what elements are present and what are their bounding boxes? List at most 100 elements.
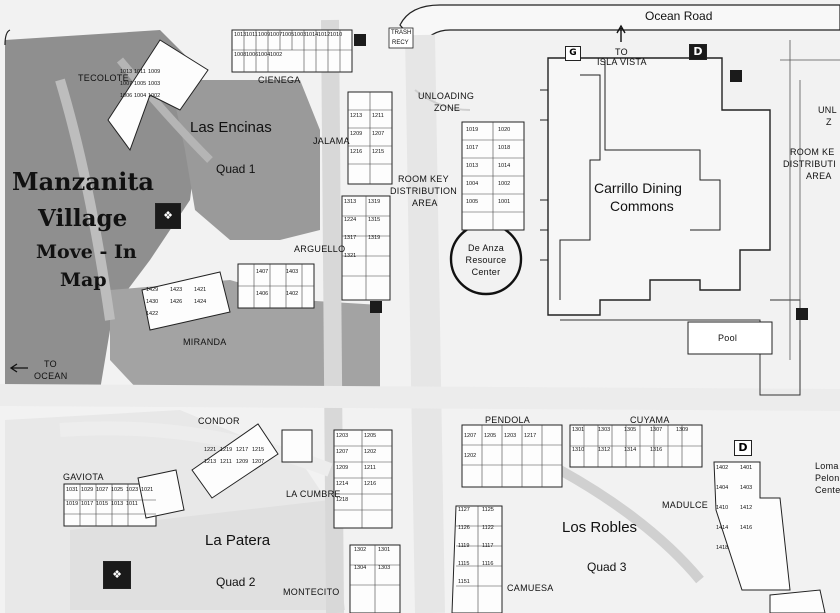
room-number-la_cumbre: 1203 xyxy=(336,433,349,439)
room-number-cienega: 1008 xyxy=(234,52,247,58)
quad-2-label: Quad 2 xyxy=(216,575,256,589)
room-number-miranda: 1426 xyxy=(170,299,183,305)
room-number-miranda: 1422 xyxy=(146,311,159,317)
d-marker-label: D xyxy=(693,45,703,58)
room-number-camuesa: 1119 xyxy=(458,543,470,549)
room-number-cienega: 1010 xyxy=(330,32,343,38)
room-number-cuyama: 1305 xyxy=(624,427,637,433)
room-key-right-label-1: ROOM KE xyxy=(790,147,835,157)
pool xyxy=(687,321,773,355)
room-number-arguello: 1321 xyxy=(344,253,357,259)
room-number-madulce: 1418 xyxy=(716,545,729,551)
room-number-montecito: 1303 xyxy=(378,565,391,571)
room-number-condor: 1215 xyxy=(252,447,265,453)
las-encinas-label: Las Encinas xyxy=(190,119,272,136)
village-emblem-icon-quad-2: ❖ xyxy=(103,561,131,589)
room-number-tecolote: 1004 xyxy=(134,93,147,99)
la-patera-label: La Patera xyxy=(205,532,271,549)
cienega-label: CIENEGA xyxy=(258,75,301,85)
room-number-tecolote: 1005 xyxy=(134,81,147,87)
de-anza-label-2: Resource xyxy=(465,255,507,265)
room-number-jalama: 1213 xyxy=(350,113,363,119)
room-number-miranda: 1430 xyxy=(146,299,159,305)
room-number-condor: 1209 xyxy=(236,459,249,465)
room-number-miranda_east: 1407 xyxy=(256,269,269,275)
room-number-unloading_bldg: 1004 xyxy=(466,181,479,187)
cuyama-label: CUYAMA xyxy=(630,415,670,425)
room-number-madulce: 1404 xyxy=(716,485,729,491)
room-number-unloading_bldg: 1001 xyxy=(498,199,511,205)
room-number-gaviota: 1013 xyxy=(111,501,124,507)
room-number-cuyama: 1301 xyxy=(572,427,585,433)
room-number-condor: 1211 xyxy=(220,459,232,465)
room-number-miranda_east: 1403 xyxy=(286,269,299,275)
room-number-gaviota: 1019 xyxy=(66,501,79,507)
room-number-la_cumbre: 1202 xyxy=(364,449,377,455)
room-number-cienega: 1011 xyxy=(246,32,258,38)
room-number-gaviota: 1017 xyxy=(81,501,94,507)
ocean-road-label: Ocean Road xyxy=(645,9,713,23)
room-number-miranda: 1429 xyxy=(146,287,159,293)
carrillo-dining-commons xyxy=(547,57,771,316)
room-number-pendola: 1203 xyxy=(504,433,517,439)
recycle-label: RECY xyxy=(392,40,409,46)
d-marker-icon-south: D xyxy=(734,440,752,456)
room-number-cienega: 1009 xyxy=(258,32,271,38)
room-number-montecito: 1301 xyxy=(378,547,391,553)
room-number-arguello: 1315 xyxy=(368,217,381,223)
room-number-gaviota: 1027 xyxy=(96,487,109,493)
room-number-cuyama: 1310 xyxy=(572,447,585,453)
room-number-miranda: 1421 xyxy=(194,287,207,293)
room-number-miranda: 1424 xyxy=(194,299,207,305)
unloading-zone-right-label-1: UNL xyxy=(818,105,837,115)
room-number-cienega: 1014 xyxy=(306,32,319,38)
room-number-cuyama: 1316 xyxy=(650,447,663,453)
room-number-camuesa: 1115 xyxy=(458,561,470,567)
quad-1-lawn-west xyxy=(5,30,200,395)
room-number-gaviota: 1015 xyxy=(96,501,109,507)
room-number-arguello: 1224 xyxy=(344,217,357,223)
room-number-camuesa: 1117 xyxy=(482,543,494,549)
room-number-cuyama: 1309 xyxy=(676,427,689,433)
room-number-montecito: 1304 xyxy=(354,565,367,571)
g-marker-label: G xyxy=(569,48,577,58)
room-number-jalama: 1215 xyxy=(372,149,385,155)
la-cumbre-label: LA CUMBRE xyxy=(286,489,341,499)
room-number-la_cumbre: 1216 xyxy=(364,481,377,487)
room-number-condor: 1221 xyxy=(204,447,217,453)
room-number-cuyama: 1303 xyxy=(598,427,611,433)
room-number-cienega: 1012 xyxy=(318,32,331,38)
room-number-tecolote: 1011 xyxy=(134,69,146,75)
room-key-label-3: AREA xyxy=(412,198,438,208)
de-anza-label-3: Center xyxy=(471,267,501,277)
g-marker-icon: G xyxy=(565,46,581,61)
room-number-la_cumbre: 1211 xyxy=(364,465,376,471)
room-number-unloading_bldg: 1013 xyxy=(466,163,479,169)
room-number-tecolote: 1007 xyxy=(120,81,133,87)
madulce-label: MADULCE xyxy=(662,500,709,510)
room-number-camuesa: 1122 xyxy=(482,525,494,531)
room-number-madulce: 1414 xyxy=(716,525,729,531)
room-number-cienega: 1005 xyxy=(282,32,295,38)
room-number-cienega: 1002 xyxy=(270,52,283,58)
arguello-label: ARGUELLO xyxy=(294,244,346,254)
montecito-label: MONTECITO xyxy=(283,587,340,597)
room-number-cienega: 1004 xyxy=(258,52,271,58)
loma-pelona-label-2: Pelon xyxy=(815,473,840,483)
room-number-unloading_bldg: 1002 xyxy=(498,181,511,187)
room-number-miranda: 1423 xyxy=(170,287,183,293)
unloading-zone-right-label-2: Z xyxy=(826,117,832,127)
room-number-la_cumbre: 1209 xyxy=(336,465,349,471)
to-ocean-label-1: TO xyxy=(44,359,57,369)
room-number-jalama: 1211 xyxy=(372,113,384,119)
room-number-pendola: 1207 xyxy=(464,433,477,439)
room-number-camuesa: 1125 xyxy=(482,507,494,513)
room-number-madulce: 1412 xyxy=(740,505,753,511)
room-number-madulce: 1401 xyxy=(740,465,753,471)
room-number-cuyama: 1307 xyxy=(650,427,663,433)
pool-label: Pool xyxy=(718,333,738,343)
room-key-label-2: DISTRIBUTION xyxy=(390,186,458,196)
room-number-gaviota: 1029 xyxy=(81,487,94,493)
